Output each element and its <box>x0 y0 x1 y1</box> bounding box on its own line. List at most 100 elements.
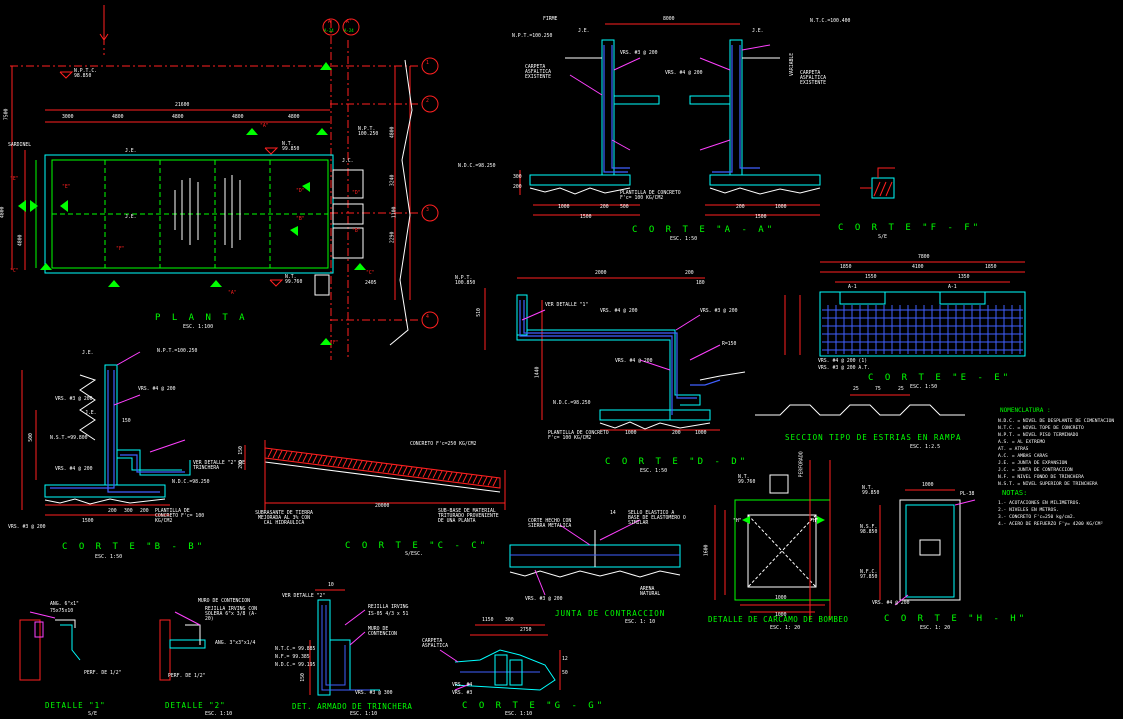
corte-bb-text-vrs3-a: VRS. #3 @ 200 <box>55 397 93 402</box>
corte-cc-dim-150: 150 <box>238 446 244 455</box>
corte-aa-text-carpeta-2: CARPETA ASFALTICA EXISTENTE <box>800 71 826 86</box>
plan-je-label-2: J.E. <box>125 215 137 220</box>
hatch-stroke <box>382 463 388 473</box>
corte-ee-text-a1-b: A-1 <box>948 285 957 290</box>
plan-level-right-3: N.T. 99.760 <box>285 275 303 285</box>
corte-ee-drawing <box>784 261 1026 357</box>
nomenclatura-item: N.S.T. = NIVEL SUPERIOR DE TRINCHERA <box>998 482 1098 487</box>
corte-aa-drawing <box>519 23 821 216</box>
corte-bb-text-ndc: N.D.C.=98.250 <box>172 480 210 485</box>
detalle-2-text-perf: PERF. DE 1/2" <box>168 674 206 679</box>
scale-corte-ff: S/E <box>878 234 888 240</box>
scale-carcamo: ESC. 1: 20 <box>770 625 801 631</box>
plan-right-dim-1: 4800 <box>390 126 396 139</box>
plan-view <box>10 5 439 360</box>
carcamo-text-nt: N.T. 99.760 <box>738 475 756 485</box>
det-armado-text-muro: MURO DE CONTENCION <box>368 627 397 637</box>
plan-je-label-1: J.E. <box>125 149 137 154</box>
plan-mark-d-2: "D" <box>352 191 361 196</box>
plan-mark-a-top: "A" <box>260 124 269 129</box>
hatch-stroke <box>407 467 413 476</box>
corte-bb-dim-1500: 1500 <box>82 519 94 524</box>
corte-gg-text-vrs3: VRS. #3 <box>452 691 473 696</box>
corte-aa-dim-1500a: 1500 <box>580 215 592 220</box>
scale-detalle-2: ESC. 1:10 <box>205 711 233 717</box>
carcamo-dim-1600: 1600 <box>704 544 710 557</box>
corte-cc-dim-200: 200 <box>238 460 244 469</box>
corte-gg-dims <box>470 624 561 690</box>
scale-detalle-1: S/E <box>88 711 98 717</box>
corte-dd-drawing <box>484 277 746 431</box>
corte-dd-dim-1440: 1440 <box>535 366 541 379</box>
corte-aa-leaders <box>569 44 771 151</box>
corte-bb-leaders <box>113 351 186 453</box>
corte-dd-dim-2000: 2000 <box>595 271 607 276</box>
corte-aa-text-ntc: N.T.C.=100.400 <box>810 19 851 24</box>
title-corte-hh: C O R T E "H - H" <box>884 614 1028 624</box>
notas-item: 2.- NIVELES EN METROS. <box>998 508 1059 513</box>
corte-bb-structure <box>44 364 191 498</box>
hatch-stroke <box>477 475 483 485</box>
corte-ee-dim-1350: 1350 <box>958 275 970 280</box>
corte-ee-grid-mesh <box>822 305 1023 354</box>
corte-gg-leaders <box>439 649 471 691</box>
nomenclatura-item: A.C. = AMBAS CARAS <box>998 454 1048 459</box>
title-carcamo: DETALLE DE CARCAMO DE BOMBEO <box>708 615 849 624</box>
plan-grid-lines <box>10 5 420 360</box>
carcamo-dim-1000b: 1000 <box>775 613 787 618</box>
hatch-stroke <box>487 477 493 486</box>
plan-level-right-2: N.T. 99.850 <box>282 142 300 152</box>
corte-bb-dim-150: 150 <box>122 419 131 424</box>
corte-ee-dims <box>784 261 1025 355</box>
scale-corte-bb: ESC. 1:50 <box>95 554 123 560</box>
corte-aa-rebar <box>603 45 760 173</box>
grid-bubble-3: 3 <box>426 208 429 213</box>
plan-grid-bubbles <box>322 18 439 329</box>
grid-bubble-a-sub: A-24 <box>324 28 334 33</box>
scale-det-armado: ESC. 1:10 <box>350 711 378 717</box>
corte-dd-text-vrs4-b: VRS. #4 @ 200 <box>615 359 653 364</box>
scale-corte-gg: ESC. 1:10 <box>505 711 533 717</box>
plan-dimension-lines <box>11 66 411 300</box>
corte-aa-text-je-1: J.E. <box>578 29 590 34</box>
plan-mark-c-1: "C" <box>10 269 19 274</box>
hatch-stroke <box>432 470 438 479</box>
corte-bb-text-nst: N.S.T.=99.800 <box>50 436 88 441</box>
corte-hh-text-nsf: N.S.F. 98.850 <box>860 525 878 535</box>
corte-hh-dims <box>879 489 955 600</box>
detalle-1-text-size: 75x75x10 <box>50 609 74 614</box>
detalle-2-text-ang: ANG. 3"x3"x1/4 <box>215 641 256 646</box>
junta-dim-14: 14 <box>610 511 616 516</box>
corte-dd-text-r150: R=150 <box>722 342 737 347</box>
corte-ee-text-vrs3: VRS. #3 @ 200 A.T. <box>818 366 870 371</box>
corte-aa-dim-1500b: 1500 <box>755 215 767 220</box>
det-armado-drawing <box>309 589 380 696</box>
plan-mark-f-1: "F" <box>116 247 125 252</box>
title-corte-aa: C O R T E "A - A" <box>632 225 776 235</box>
hatch-stroke <box>332 457 338 466</box>
corte-cc-dims <box>244 440 506 510</box>
plan-right-dim-5: 2405 <box>365 281 377 286</box>
corte-aa-dim-8000: 8000 <box>663 17 675 22</box>
corte-hh-dim-1000: 1000 <box>922 483 934 488</box>
hatch-stroke <box>397 465 403 475</box>
hatch-stroke <box>362 461 368 470</box>
hatch-stroke <box>377 463 383 472</box>
plan-bay-dim-3: 4800 <box>172 115 184 120</box>
hatch-stroke <box>422 468 428 478</box>
corte-dd-ground <box>599 371 746 430</box>
scale-seccion-estrias: ESC. 1:2.5 <box>910 444 941 450</box>
estrias-dim-25b: 25 <box>898 387 904 392</box>
carcamo-text-perforado: PERFORADO <box>799 451 805 478</box>
corte-ee-dim-4100: 4100 <box>912 265 924 270</box>
title-junta: JUNTA DE CONTRACCION <box>555 609 666 618</box>
corte-bb-text-vrs3-b: VRS. #3 @ 200 <box>8 525 46 530</box>
plan-jc-label: J.C. <box>342 159 354 164</box>
corte-dd-dim-200: 200 <box>685 271 694 276</box>
scale-corte-hh: ESC. 1: 20 <box>920 625 951 631</box>
corte-dd-structure <box>516 294 711 421</box>
corte-ee-dim-1550: 1550 <box>865 275 877 280</box>
corte-ee-dim-7800: 7800 <box>918 255 930 260</box>
corte-aa-dim-200: 200 <box>513 185 522 190</box>
corte-cc-dim-20000: 20000 <box>375 504 390 509</box>
